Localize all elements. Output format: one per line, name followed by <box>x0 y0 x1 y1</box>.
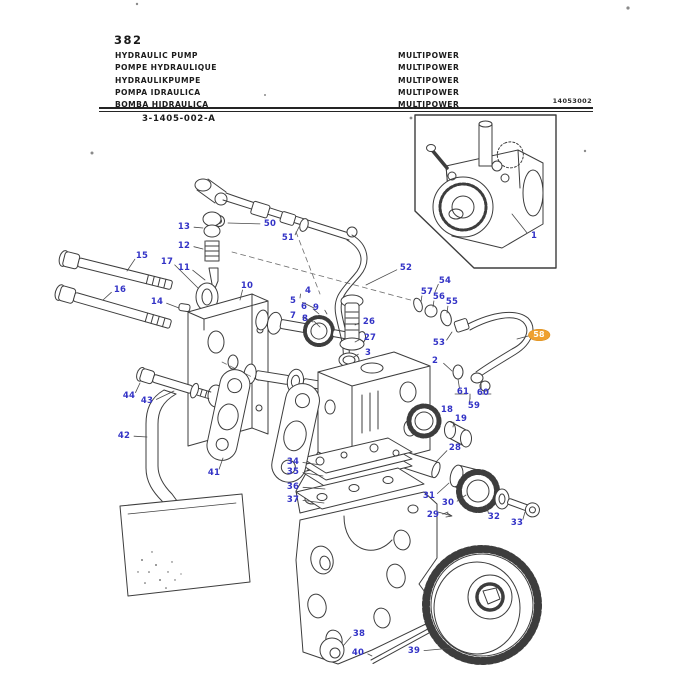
pump-assembly-drawing <box>426 120 544 249</box>
cap-38-drawing <box>319 637 345 663</box>
title-row: HYDRAULIKPUMPE MULTIPOWER <box>115 76 593 88</box>
part-label-5[interactable]: 5 <box>289 295 297 306</box>
part-label-59[interactable]: 59 <box>467 400 481 411</box>
title-row: POMPE HYDRAULIQUE MULTIPOWER <box>115 63 593 75</box>
variant-label: MULTIPOWER <box>398 63 460 73</box>
part-label-4[interactable]: 4 <box>304 285 312 296</box>
part-label-12[interactable]: 12 <box>177 240 191 251</box>
part-label-33[interactable]: 33 <box>510 517 524 528</box>
part-label-61[interactable]: 61 <box>456 386 470 397</box>
part-label-8[interactable]: 8 <box>301 313 309 324</box>
title-row: BOMBA HIDRAULICA MULTIPOWER <box>115 100 593 112</box>
title-row: POMPA IDRAULICA MULTIPOWER <box>115 88 593 100</box>
part-label-44[interactable]: 44 <box>122 390 136 401</box>
gasket-41b-drawing <box>271 383 320 483</box>
part-label-51[interactable]: 51 <box>281 232 295 243</box>
header-rule-bottom <box>99 110 593 112</box>
part-label-55[interactable]: 55 <box>445 296 459 307</box>
plate-stack-drawing <box>295 437 425 510</box>
support-strap-42-drawing <box>145 389 181 513</box>
stud-26-drawing <box>338 294 365 368</box>
part-label-14[interactable]: 14 <box>150 296 164 307</box>
part-label-6[interactable]: 6 <box>300 301 308 312</box>
variant-label: MULTIPOWER <box>398 51 460 60</box>
highlighted-part-label-58[interactable]: 58 <box>528 329 550 341</box>
part-name-label: POMPE HYDRAULIQUE <box>115 63 217 73</box>
pipe-58-drawing <box>452 311 534 400</box>
part-label-30[interactable]: 30 <box>441 497 455 508</box>
part-label-3[interactable]: 3 <box>364 347 372 358</box>
part-label-10[interactable]: 10 <box>240 280 254 291</box>
pin-14-drawing <box>178 303 191 312</box>
part-label-41[interactable]: 41 <box>207 467 221 478</box>
part-label-34[interactable]: 34 <box>286 456 300 467</box>
part-label-13[interactable]: 13 <box>177 221 191 232</box>
part-label-57[interactable]: 57 <box>420 286 434 297</box>
part-label-7[interactable]: 7 <box>289 310 297 321</box>
camshaft-gear-39-drawing <box>422 545 542 665</box>
part-label-31[interactable]: 31 <box>422 490 436 501</box>
part-label-11[interactable]: 11 <box>177 262 191 273</box>
variant-label: MULTIPOWER <box>398 87 460 97</box>
part-label-2[interactable]: 2 <box>431 355 439 366</box>
part-label-9[interactable]: 9 <box>312 302 320 313</box>
part-label-35[interactable]: 35 <box>286 466 300 477</box>
part-label-26[interactable]: 26 <box>362 316 376 327</box>
part-label-42[interactable]: 42 <box>117 430 131 441</box>
union-fittings-drawing <box>413 297 470 333</box>
part-name-label: BOMBA HIDRAULICA <box>115 100 209 110</box>
title-row: HYDRAULIC PUMP MULTIPOWER <box>115 51 593 63</box>
pad-drawing <box>119 493 251 597</box>
gasket-41a-drawing <box>206 369 251 461</box>
gear-32-drawing <box>437 469 540 518</box>
hose-51-drawing <box>194 178 353 241</box>
part-label-27[interactable]: 27 <box>363 332 377 343</box>
part-label-19[interactable]: 19 <box>454 413 468 424</box>
header-rule-top <box>99 107 593 109</box>
scan-artifacts <box>90 2 630 155</box>
part-label-54[interactable]: 54 <box>438 275 452 286</box>
bolt-16-drawing <box>54 284 172 329</box>
part-label-17[interactable]: 17 <box>160 256 174 267</box>
part-label-16[interactable]: 16 <box>113 284 127 295</box>
part-label-50[interactable]: 50 <box>263 218 277 229</box>
part-label-38[interactable]: 38 <box>352 628 366 639</box>
drawing-code: 3-1405-002-A <box>142 114 216 124</box>
part-label-40[interactable]: 40 <box>351 647 365 658</box>
bolt-15-drawing <box>58 250 173 290</box>
inset-box <box>414 114 557 269</box>
page-number: 382 <box>114 33 143 47</box>
part-label-52[interactable]: 52 <box>399 262 413 273</box>
part-name-label: POMPA IDRAULICA <box>115 87 201 97</box>
part-label-53[interactable]: 53 <box>432 337 446 348</box>
part-label-29[interactable]: 29 <box>426 509 440 520</box>
catalog-code: 14053002 <box>552 97 592 105</box>
part-name-label: HYDRAULIKPUMPE <box>115 75 201 85</box>
part-label-18[interactable]: 18 <box>440 404 454 415</box>
part-label-56[interactable]: 56 <box>432 291 446 302</box>
variant-label: MULTIPOWER <box>398 100 460 110</box>
gear-18-drawing <box>406 403 472 448</box>
part-label-1[interactable]: 1 <box>530 230 538 241</box>
part-label-36[interactable]: 36 <box>286 481 300 492</box>
leader-lines <box>102 213 530 657</box>
part-label-60[interactable]: 60 <box>476 387 490 398</box>
part-label-43[interactable]: 43 <box>140 395 154 406</box>
relief-valve-parts-drawing <box>202 211 225 301</box>
part-label-37[interactable]: 37 <box>286 494 300 505</box>
variant-label: MULTIPOWER <box>398 75 460 85</box>
part-label-39[interactable]: 39 <box>407 645 421 656</box>
part-label-28[interactable]: 28 <box>448 442 462 453</box>
bolt-44-drawing <box>136 366 212 400</box>
part-label-15[interactable]: 15 <box>135 250 149 261</box>
part-name-label: HYDRAULIC PUMP <box>115 51 198 60</box>
part-label-32[interactable]: 32 <box>487 511 501 522</box>
